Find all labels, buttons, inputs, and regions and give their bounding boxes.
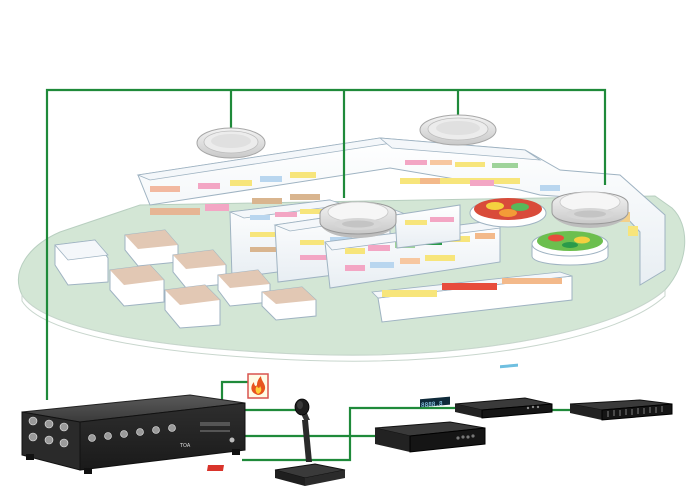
- dvd-player: 8888.8: [374, 396, 486, 453]
- equalizer-unit: [569, 399, 673, 421]
- gondola-shelf-4: [394, 204, 461, 249]
- amplifier-knobs: [28, 416, 176, 448]
- dvd-display: 8888.8: [421, 400, 443, 409]
- pendant-speaker-left: [319, 201, 397, 238]
- display-table: [261, 286, 317, 321]
- front-display-counter: [371, 271, 573, 323]
- knob: [44, 419, 54, 429]
- pendant-speaker-right: [551, 191, 629, 228]
- wire-to-tuner: [242, 406, 455, 462]
- display-tables: [54, 229, 317, 329]
- ceiling-speaker-right: [419, 114, 497, 146]
- knob: [44, 435, 54, 445]
- amplifier-brand: TOA: [179, 443, 191, 449]
- knob: [59, 422, 69, 432]
- display-table: [164, 284, 221, 329]
- ceiling-speaker-left: [196, 127, 266, 159]
- power-indicator: [229, 437, 235, 443]
- back-wall-shelving: [136, 137, 666, 286]
- display-table: [109, 264, 165, 307]
- knob: [104, 432, 112, 440]
- knob: [168, 424, 176, 432]
- fire-alarm-icon: [247, 373, 269, 399]
- tuner-unit: [454, 363, 553, 419]
- knob: [28, 416, 38, 426]
- knob: [136, 428, 144, 436]
- display-table: [172, 249, 227, 289]
- desk-microphone: [206, 398, 346, 486]
- knob: [28, 432, 38, 442]
- display-table: [124, 229, 179, 267]
- wire-main-loop: [45, 88, 607, 400]
- produce-island-1: [469, 198, 547, 228]
- knob: [88, 434, 96, 442]
- knob: [120, 430, 128, 438]
- mixer-amplifier: TOA: [21, 394, 246, 474]
- display-table: [54, 239, 109, 286]
- knob: [59, 438, 69, 448]
- produce-island-2: [531, 231, 609, 266]
- knob: [152, 426, 160, 434]
